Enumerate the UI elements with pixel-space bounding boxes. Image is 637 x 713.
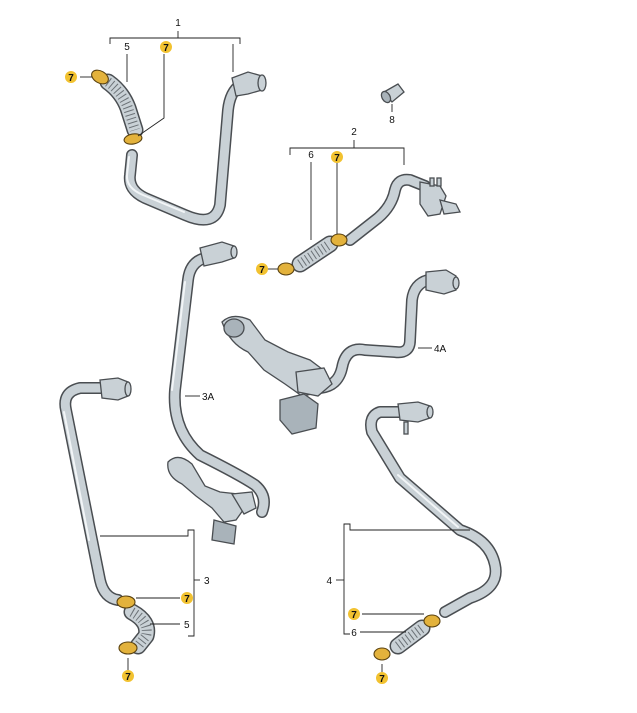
callout-hose-4a: 4A [434,344,447,355]
clamp-icon [123,133,143,145]
callout-clamp-7: 7 [334,153,340,164]
clamp-icon [116,595,136,609]
callout-badge [160,41,172,53]
hose-4a [221,269,460,435]
clamp-icon [277,262,295,276]
callout-badge [256,263,268,275]
hose-group-3 [59,377,200,670]
callout-hose-6-bottom: 6 [351,628,357,639]
callout-hose-3a: 3A [202,392,215,403]
hose-group-2 [268,140,461,276]
callout-group-1: 1 [175,18,181,29]
callout-badge [348,608,360,620]
hose-group-1 [80,31,267,226]
callout-plug-8: 8 [389,115,395,126]
callout-clamp-7: 7 [68,73,74,84]
callout-group-3: 3 [204,576,210,587]
hose-3a [167,241,270,545]
clamp-icon [330,233,348,247]
clamp-icon [373,647,391,661]
clamp-icon [91,69,109,85]
callout-hose-6-top: 6 [308,150,314,161]
callout-badge [65,71,77,83]
callout-hose-5-top: 5 [124,42,130,53]
callout-clamp-7: 7 [259,265,265,276]
callout-group-2: 2 [351,127,357,138]
hose-group-4 [336,401,502,672]
callout-group-4: 4 [326,576,332,587]
callout-badge [376,672,388,684]
plug-8 [380,83,405,112]
callout-clamp-7: 7 [351,610,357,621]
callout-hose-5-bottom: 5 [184,620,190,631]
clamp-icon [423,614,441,628]
callout-badge [181,592,193,604]
clamp-icon [118,641,138,655]
callout-clamp-7: 7 [184,594,190,605]
callout-clamp-7: 7 [379,674,385,685]
callout-clamp-7: 7 [163,43,169,54]
callout-clamp-7: 7 [125,672,131,683]
callout-badge [122,670,134,682]
callout-badge [331,151,343,163]
